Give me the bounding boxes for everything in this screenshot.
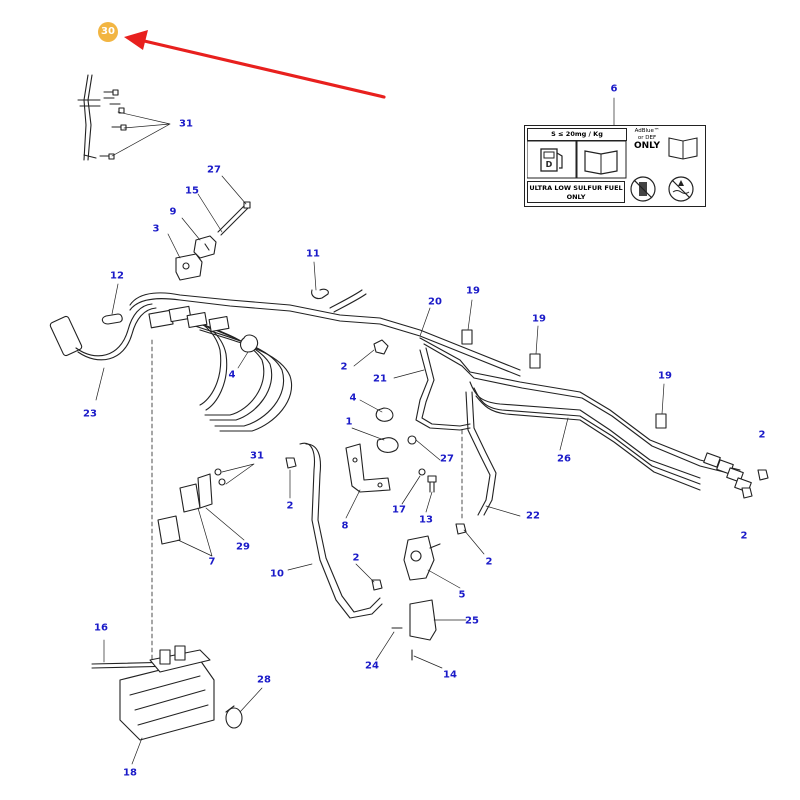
clamp-part-9 (193, 235, 217, 259)
def-line-1: AdBlue™ (634, 128, 660, 134)
decal-icons-left: D (527, 141, 627, 179)
callout-5[interactable]: 5 (458, 589, 466, 601)
bracket-part-8 (345, 443, 391, 493)
callout-2-f[interactable]: 2 (352, 552, 360, 564)
harness-part-23 (49, 303, 157, 361)
clip-part-12 (101, 313, 123, 325)
water-hazard-icon (668, 176, 694, 202)
callout-31[interactable]: 31 (179, 118, 193, 130)
leader-lines (95, 97, 665, 765)
clip-part-2-right (757, 469, 769, 481)
callout-29[interactable]: 29 (236, 541, 250, 553)
svg-text:D: D (546, 160, 553, 169)
callout-10[interactable]: 10 (270, 568, 284, 580)
callout-13[interactable]: 13 (419, 514, 433, 526)
highlight-arrow (124, 30, 386, 99)
clip-part-7 (157, 515, 181, 545)
callout-9[interactable]: 9 (169, 206, 177, 218)
callout-27[interactable]: 27 (207, 164, 221, 176)
valve-part-5 (403, 535, 441, 581)
manual-book-icon-2 (668, 137, 698, 160)
washer-part-17 (418, 468, 426, 476)
bolt-part-13 (427, 475, 437, 493)
hose-part-22 (465, 391, 497, 516)
callout-2-b[interactable]: 2 (758, 429, 766, 441)
hose-part-21 (415, 347, 471, 431)
callout-24[interactable]: 24 (365, 660, 379, 672)
bolt-part-15 (217, 201, 251, 236)
callout-18[interactable]: 18 (123, 767, 137, 779)
fuel-pump-icon: D (540, 148, 563, 172)
callout-17[interactable]: 17 (392, 504, 406, 516)
def-line-3: ONLY (633, 141, 661, 151)
def-line-2: or DEF (637, 135, 657, 141)
callout-30[interactable]: 30 (98, 22, 118, 42)
bracket-part-25 (409, 599, 437, 641)
callout-12[interactable]: 12 (110, 270, 124, 282)
bracket-part-30 (77, 74, 101, 161)
def-only-block: AdBlue™ or DEF ONLY (629, 128, 665, 174)
fuel-warning-text: ULTRA LOW SULFUR FUEL ONLY (527, 181, 625, 203)
fuel-label-decal: S ≤ 20mg / Kg D ULTRA LOW SULFUR FUEL ON… (524, 125, 706, 207)
callout-4-b[interactable]: 4 (349, 392, 357, 404)
harness-main-bundle (129, 292, 521, 432)
callout-2-e[interactable]: 2 (485, 556, 493, 568)
clamp-part-4-upper (239, 334, 259, 353)
clamp-part-1 (376, 437, 399, 453)
clip-part-31-lower (214, 468, 226, 486)
clip-part-11 (311, 288, 329, 300)
nut-part-27 (407, 435, 417, 445)
pump-assembly-part-18 (119, 645, 215, 741)
clip-part-2-d (455, 523, 467, 535)
callout-3[interactable]: 3 (152, 223, 160, 235)
callout-16[interactable]: 16 (94, 622, 108, 634)
hose-bundle-part-26 (419, 337, 741, 491)
callout-2-a[interactable]: 2 (340, 361, 348, 373)
callout-19-b[interactable]: 19 (532, 313, 546, 325)
clip-part-2-right-b (741, 487, 753, 499)
hose-end-fittings (703, 452, 752, 493)
callout-23[interactable]: 23 (83, 408, 97, 420)
decal-icons-bottom (630, 176, 694, 202)
callout-4-a[interactable]: 4 (228, 369, 236, 381)
sulfur-spec-text: S ≤ 20mg / Kg (527, 128, 627, 141)
hose-part-10 (299, 442, 383, 619)
clip-part-2-a (373, 339, 389, 355)
manual-book-icon (584, 150, 618, 175)
callout-19-a[interactable]: 19 (466, 285, 480, 297)
callout-6[interactable]: 6 (610, 83, 618, 95)
callout-20[interactable]: 20 (428, 296, 442, 308)
callout-15[interactable]: 15 (185, 185, 199, 197)
callout-7[interactable]: 7 (208, 556, 216, 568)
clip-part-19 (461, 329, 667, 429)
clip-part-2-c (285, 457, 297, 469)
callout-1[interactable]: 1 (345, 416, 353, 428)
callout-28[interactable]: 28 (257, 674, 271, 686)
bolts-part-31 (99, 89, 127, 160)
connector-cluster (148, 305, 230, 333)
bushing-part-28 (225, 705, 243, 729)
callout-11[interactable]: 11 (306, 248, 320, 260)
callout-27-b[interactable]: 27 (440, 453, 454, 465)
decal-icons-right (668, 137, 698, 160)
callout-21[interactable]: 21 (373, 373, 387, 385)
callout-31-b[interactable]: 31 (250, 450, 264, 462)
callout-2-d[interactable]: 2 (740, 530, 748, 542)
callout-8[interactable]: 8 (341, 520, 349, 532)
callout-25[interactable]: 25 (465, 615, 479, 627)
callout-22[interactable]: 22 (526, 510, 540, 522)
callout-19-c[interactable]: 19 (658, 370, 672, 382)
clamp-part-3 (175, 253, 203, 281)
callout-14[interactable]: 14 (443, 669, 457, 681)
callout-2-c[interactable]: 2 (286, 500, 294, 512)
clip-part-2-e (371, 579, 383, 591)
no-fill-icon (630, 176, 656, 202)
bracket-part-29 (179, 473, 213, 513)
callout-26[interactable]: 26 (557, 453, 571, 465)
